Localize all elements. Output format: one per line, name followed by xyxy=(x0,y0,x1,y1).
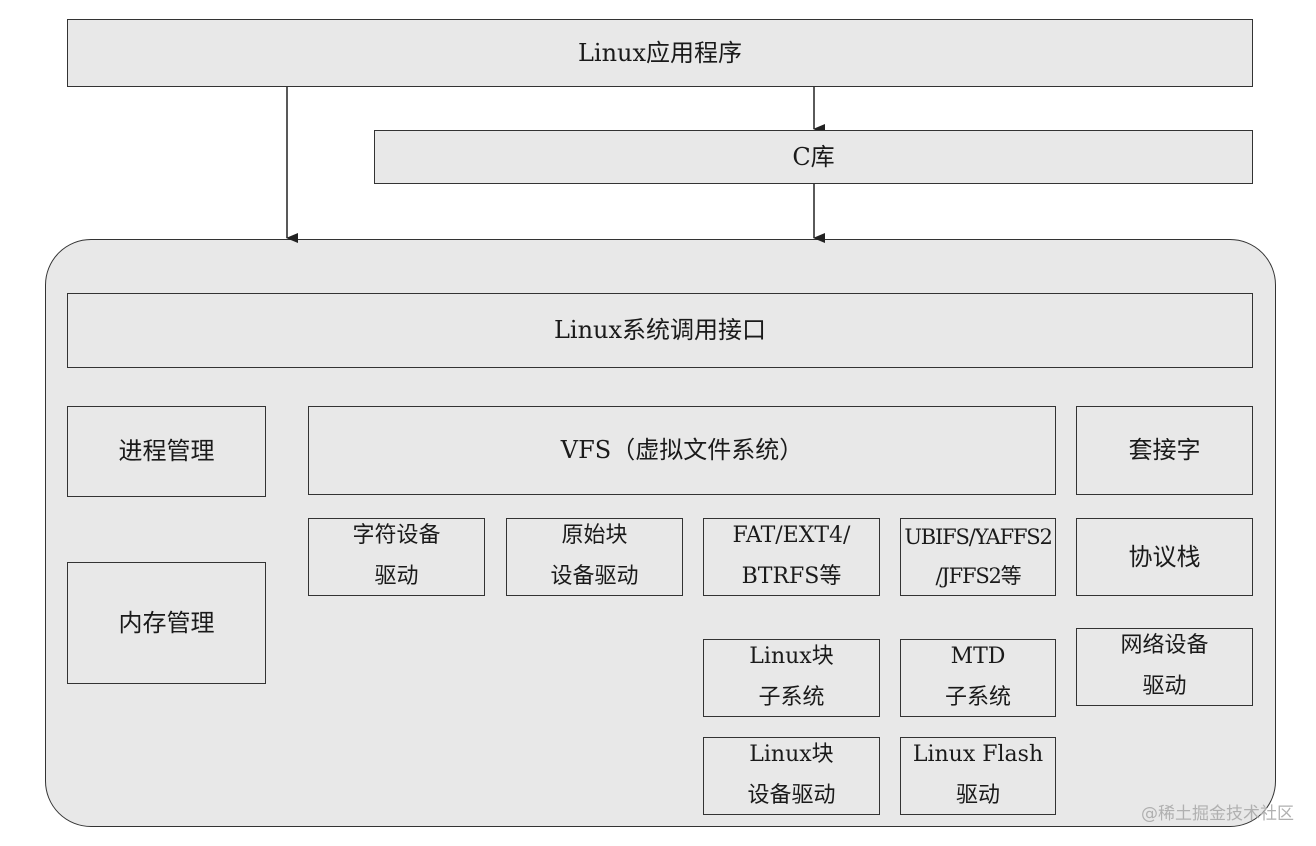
syscall-interface-box: Linux系统调用接口 xyxy=(67,293,1253,368)
block-driver-box: Linux块 设备驱动 xyxy=(703,737,880,815)
memory-mgmt-label: 内存管理 xyxy=(118,608,215,637)
flash-driver-box: Linux Flash 驱动 xyxy=(900,737,1056,815)
flash-driver-label: Linux Flash 驱动 xyxy=(912,742,1044,808)
linux-app-box: Linux应用程序 xyxy=(67,19,1253,87)
fat-ext4-label: FAT/EXT4/ BTRFS等 xyxy=(732,523,851,589)
block-driver-label: Linux块 设备驱动 xyxy=(747,742,836,808)
net-driver-box: 网络设备 驱动 xyxy=(1076,628,1253,706)
socket-label: 套接字 xyxy=(1128,436,1201,465)
linux-app-label: Linux应用程序 xyxy=(577,38,743,67)
block-subsystem-box: Linux块 子系统 xyxy=(703,639,880,717)
block-subsystem-label: Linux块 子系统 xyxy=(749,644,834,710)
vfs-label: VFS（虚拟文件系统） xyxy=(560,436,804,465)
ubifs-box: UBIFS/YAFFS2 /JFFS2等 xyxy=(900,518,1056,596)
process-mgmt-box: 进程管理 xyxy=(67,406,266,497)
vfs-box: VFS（虚拟文件系统） xyxy=(308,406,1056,495)
socket-box: 套接字 xyxy=(1076,406,1253,495)
raw-block-driver-label: 原始块 设备驱动 xyxy=(550,523,639,589)
ubifs-label: UBIFS/YAFFS2 /JFFS2等 xyxy=(904,525,1053,588)
fat-ext4-box: FAT/EXT4/ BTRFS等 xyxy=(703,518,880,596)
char-driver-label: 字符设备 驱动 xyxy=(352,523,441,589)
char-driver-box: 字符设备 驱动 xyxy=(308,518,485,596)
net-driver-label: 网络设备 驱动 xyxy=(1120,633,1209,699)
libc-box: C库 xyxy=(374,130,1253,184)
protocol-stack-box: 协议栈 xyxy=(1076,518,1253,596)
protocol-stack-label: 协议栈 xyxy=(1128,542,1201,571)
raw-block-driver-box: 原始块 设备驱动 xyxy=(506,518,683,596)
process-mgmt-label: 进程管理 xyxy=(118,437,215,466)
watermark: @稀土掘金技术社区 xyxy=(1141,804,1294,824)
mtd-subsystem-label: MTD 子系统 xyxy=(944,644,1011,710)
mtd-subsystem-box: MTD 子系统 xyxy=(900,639,1056,717)
syscall-interface-label: Linux系统调用接口 xyxy=(553,316,767,345)
memory-mgmt-box: 内存管理 xyxy=(67,562,266,684)
libc-label: C库 xyxy=(792,142,835,171)
